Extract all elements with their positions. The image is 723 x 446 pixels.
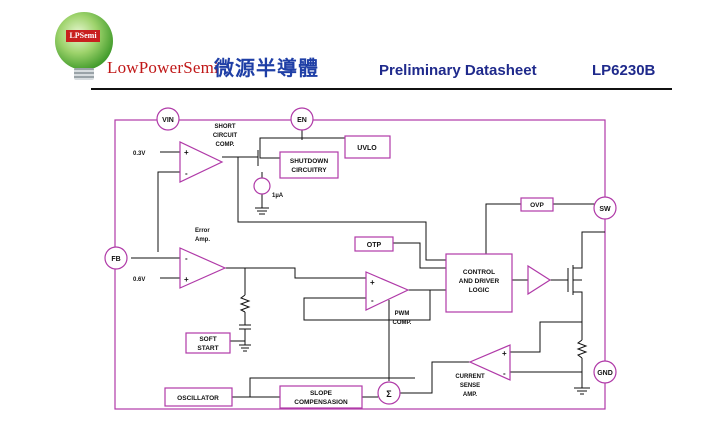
resistors — [239, 294, 588, 359]
brand-name-chinese: 微源半導體 — [214, 56, 319, 80]
pin-en — [290, 107, 314, 131]
pwm-plus: + — [370, 278, 375, 287]
bulb-base-icon — [74, 68, 94, 80]
datasheet-header: LPSemi LowPowerSemi 微源半導體 Preliminary Da… — [0, 0, 723, 92]
current-sense-label-2: SENSE — [460, 383, 480, 389]
slope-label-2: COMPENSASION — [294, 399, 348, 406]
short-plus: + — [184, 148, 189, 157]
brand-name-english: LowPowerSemi — [107, 58, 219, 77]
current-sense-label-1: CURRENT — [455, 374, 485, 380]
oscillator-block — [164, 387, 233, 407]
pwm-minus: - — [371, 296, 374, 305]
header-rule — [91, 88, 672, 90]
cs-plus: + — [502, 349, 507, 358]
slope-label-1: SLOPE — [310, 390, 333, 397]
soft-start-label-2: START — [197, 345, 218, 352]
cs-minus: - — [503, 369, 506, 378]
short-minus: - — [185, 169, 188, 178]
ovp-label: OVP — [530, 202, 544, 209]
sw-pin-label: SW — [599, 206, 611, 213]
pwm-label-2: COMP. — [393, 320, 412, 326]
ovp-block — [520, 197, 554, 212]
part-number: LP6230B — [592, 62, 656, 79]
pin-vin — [156, 107, 180, 131]
document-title: Preliminary Datasheet — [379, 62, 537, 79]
pwm-label-1: PWM — [395, 311, 410, 317]
control-label-2: AND DRIVER — [459, 278, 500, 285]
otp-label: OTP — [367, 242, 382, 249]
short-circuit-comparator — [179, 141, 224, 183]
short-label-1: SHORT — [215, 124, 236, 130]
en-pin-label: EN — [297, 117, 307, 124]
shutdown-block — [279, 151, 339, 179]
error-minus: - — [185, 254, 188, 263]
current-source-label: 1µA — [272, 193, 284, 199]
control-logic-block — [445, 253, 513, 313]
current-sense-label-3: AMP. — [463, 392, 478, 398]
short-label-2: CIRCUIT — [213, 133, 238, 139]
driver-buffer — [527, 264, 552, 296]
current-source — [253, 177, 271, 195]
pwm-comparator — [365, 271, 410, 311]
vin-pin-label: VIN — [162, 117, 174, 124]
control-label-1: CONTROL — [463, 269, 495, 276]
shutdown-label-2: CIRCUITRY — [291, 167, 327, 174]
uvlo-block — [344, 135, 391, 159]
current-sense-amplifier — [468, 344, 511, 381]
error-amp-label-1: Error — [195, 228, 210, 234]
uvlo-label: UVLO — [357, 145, 377, 152]
pin-sw — [593, 196, 617, 220]
shutdown-label-1: SHUTDOWN — [290, 158, 329, 165]
pin-gnd — [593, 360, 617, 384]
short-label-3: COMP. — [216, 142, 235, 148]
error-amplifier — [179, 247, 227, 289]
components — [104, 107, 617, 409]
control-label-3: LOGIC — [469, 287, 490, 294]
otp-block — [354, 236, 394, 252]
gnd-pin-label: GND — [597, 370, 613, 377]
oscillator-label: OSCILLATOR — [177, 395, 219, 402]
error-amp-label-2: Amp. — [195, 237, 210, 243]
logo-tag: LPSemi — [66, 30, 100, 42]
summer-node — [377, 381, 401, 405]
fb-pin-label: FB — [111, 256, 120, 263]
ref-03v-label: 0.3V — [133, 151, 145, 157]
pin-fb — [104, 246, 128, 270]
soft-start-label-1: SOFT — [199, 336, 216, 343]
soft-start-block — [185, 332, 231, 354]
ref-06v-label: 0.6V — [133, 277, 145, 283]
error-plus: + — [184, 275, 189, 284]
summer-label: Σ — [386, 389, 392, 399]
wiring — [131, 128, 605, 398]
slope-compensation-block — [279, 385, 363, 409]
